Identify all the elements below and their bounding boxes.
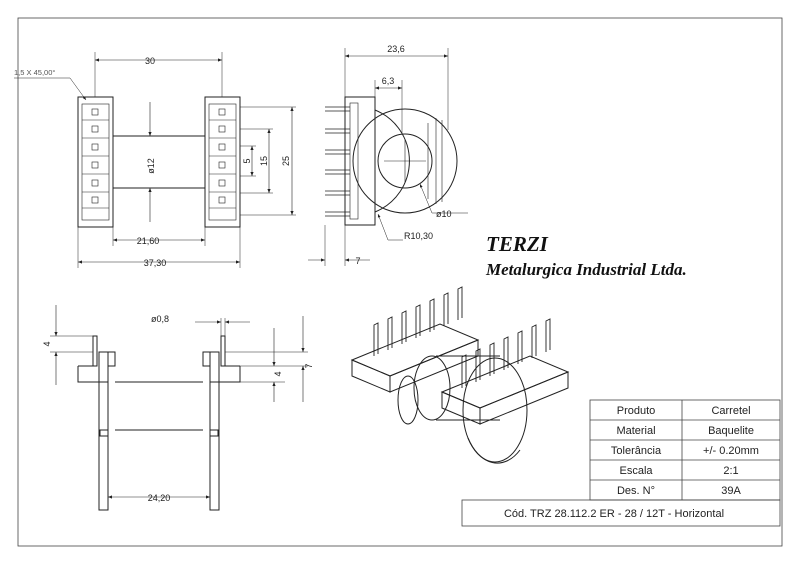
dim-side-width: 23,6: [387, 44, 405, 54]
dim-base-width: 24,20: [148, 493, 171, 503]
title-row-label: Produto: [617, 405, 656, 417]
title-row-value: 2:1: [723, 465, 738, 477]
title-row-label: Material: [616, 425, 655, 437]
right-flange: [204, 96, 241, 228]
dim-15: 15: [259, 156, 269, 166]
side-view: [308, 48, 468, 266]
dim-7: 7: [304, 363, 314, 368]
title-row-label: Des. N°: [617, 485, 655, 497]
bottom-view: [50, 305, 308, 511]
dim-overall-width: 37,30: [144, 258, 167, 268]
drawing-code: Cód. TRZ 28.112.2 ER - 28 / 12T - Horizo…: [504, 508, 724, 520]
bottom-view-labels: ø0,8 4 4 7 24,20: [42, 314, 314, 503]
dim-bore-dia: ø12: [146, 158, 156, 174]
title-row-value: 39A: [721, 485, 741, 497]
front-view: [14, 52, 296, 268]
chamfer-note: 1,5 X 45,00°: [14, 68, 55, 77]
sheet-border: [17, 17, 783, 547]
title-row-value: Carretel: [711, 405, 750, 417]
title-row-value: +/- 0.20mm: [703, 445, 759, 457]
left-flange: [77, 96, 114, 228]
isometric-view: [350, 286, 570, 464]
dim-5: 5: [242, 158, 252, 163]
title-row-value: Baquelite: [708, 425, 754, 437]
dim-pin-dia: ø0,8: [151, 314, 169, 324]
company-subtitle: Metalurgica Industrial Ltda.: [485, 260, 687, 279]
front-view-labels: 30 ø12 21,60 37,30 5 15 25 1,5 X 45,00°: [14, 56, 291, 268]
dim-pin-length: 7: [355, 256, 360, 266]
dim-radius: R10,30: [404, 231, 433, 241]
dim-4-left: 4: [42, 341, 52, 346]
side-view-labels: 23,6 6,3 ø10 R10,30 7: [355, 44, 451, 266]
dim-hole-dia: ø10: [436, 209, 452, 219]
dim-inner-width: 21,60: [137, 236, 160, 246]
dim-side-offset: 6,3: [382, 76, 395, 86]
dim-width-top: 30: [145, 56, 155, 66]
title-row-label: Escala: [619, 465, 653, 477]
company-name: TERZI: [486, 232, 549, 256]
title-row-label: Tolerância: [611, 445, 662, 457]
dim-25: 25: [281, 156, 291, 166]
dim-4-right: 4: [273, 371, 283, 376]
